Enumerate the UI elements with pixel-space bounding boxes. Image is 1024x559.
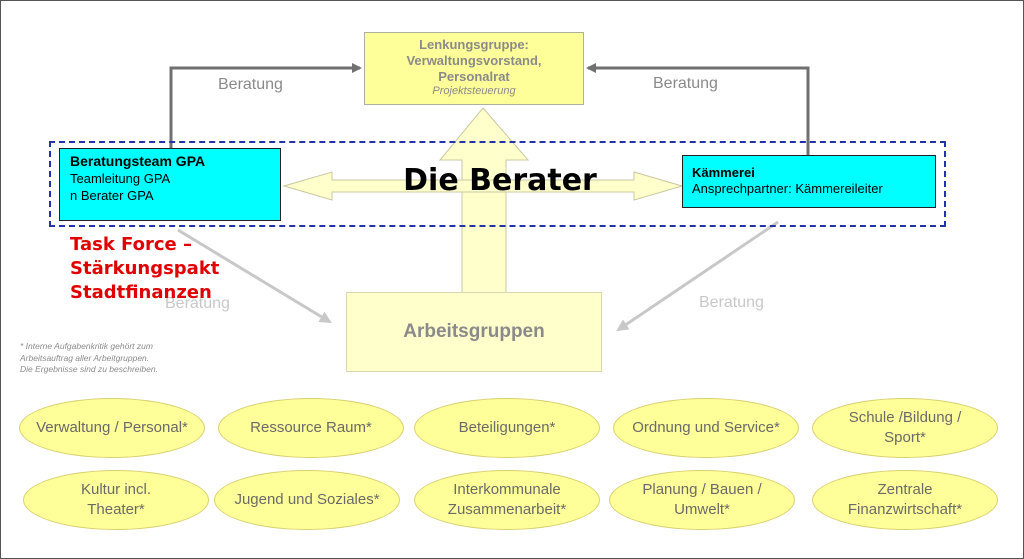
- group-line-2: Theater*: [87, 501, 145, 518]
- group-line-1: Schule /Bildung /: [848, 409, 962, 426]
- kaemmerei-line-2: Ansprechpartner: Kämmereileiter: [692, 181, 883, 196]
- group-ellipse: Beteiligungen*: [414, 398, 600, 458]
- advice-label-lower-right: Beratung: [699, 294, 764, 311]
- footnote: * Interne Aufgabenkritik gehört zum Arbe…: [20, 341, 158, 376]
- group-line-1: Zentrale: [877, 481, 933, 498]
- working-groups-box: Arbeitsgruppen: [346, 292, 602, 372]
- steering-line-1: Lenkungsgruppe:: [419, 37, 529, 52]
- kaemmerei-title: Kämmerei: [692, 165, 755, 180]
- group-ellipse: Ressource Raum*: [218, 398, 404, 458]
- footnote-line-3: Die Ergebnisse sind zu beschreiben.: [20, 364, 158, 374]
- group-ellipse: Ordnung und Service*: [613, 398, 799, 458]
- advice-label-lower-left: Beratung: [165, 295, 230, 312]
- group-ellipse: Kultur incl. Theater*: [23, 470, 209, 530]
- group-line-1: Ordnung und Service*: [632, 419, 780, 436]
- right-diagonal-arrow: [616, 220, 779, 332]
- group-line-1: Ressource Raum*: [250, 419, 372, 436]
- group-line-1: Beteiligungen*: [458, 419, 556, 436]
- kaemmerei-box: Kämmerei Ansprechpartner: Kämmereileiter: [682, 155, 936, 208]
- group-line-1: Kultur incl.: [80, 481, 152, 498]
- left-advice-connector: [169, 63, 362, 148]
- footnote-line-1: * Interne Aufgabenkritik gehört zum: [20, 341, 153, 351]
- task-force-line-1: Task Force –: [70, 234, 193, 255]
- group-line-2: Umwelt*: [674, 501, 730, 518]
- task-force-line-3: Stadtfinanzen: [70, 282, 212, 303]
- group-ellipse: Verwaltung / Personal*: [19, 398, 205, 458]
- right-advice-connector: [586, 63, 810, 155]
- steering-sub: Projektsteuerung: [432, 85, 516, 97]
- team-line-3: n Berater GPA: [70, 188, 154, 203]
- steering-group-box: Lenkungsgruppe: Verwaltungsvorstand, Per…: [364, 32, 584, 105]
- group-line-2: Sport*: [884, 429, 926, 446]
- group-line-1: Verwaltung / Personal*: [36, 419, 188, 436]
- group-line-1: Jugend und Soziales*: [234, 491, 380, 508]
- consulting-team-box: Beratungsteam GPA Teamleitung GPA n Bera…: [59, 148, 281, 221]
- footnote-line-2: Arbeitsauftrag aller Arbeitgruppen.: [20, 352, 150, 363]
- group-line-2: Finanzwirtschaft*: [847, 501, 963, 518]
- group-line-2: Zusammenarbeit*: [447, 501, 567, 518]
- group-ellipse: Planung / Bauen / Umwelt*: [609, 470, 795, 530]
- advice-label-right: Beratung: [653, 75, 718, 92]
- advice-label-left: Beratung: [218, 76, 283, 93]
- group-line-1: Planung / Bauen /: [642, 481, 762, 498]
- group-line-1: Interkommunale: [453, 481, 561, 498]
- task-force-line-2: Stärkungspakt: [70, 258, 220, 279]
- team-title: Beratungsteam GPA: [70, 153, 206, 169]
- steering-line-3: Personalrat: [438, 69, 510, 84]
- group-ellipse: Schule /Bildung / Sport*: [812, 398, 998, 458]
- left-diagonal-arrow: [177, 228, 332, 324]
- steering-line-2: Verwaltungsvorstand,: [406, 53, 542, 68]
- group-ellipse: Jugend und Soziales*: [214, 470, 400, 530]
- headline: Die Berater: [403, 163, 597, 198]
- consultants-group-border: [49, 141, 946, 227]
- team-line-2: Teamleitung GPA: [70, 171, 171, 186]
- task-force-label: Task Force – Stärkungspakt Stadtfinanzen: [70, 233, 219, 305]
